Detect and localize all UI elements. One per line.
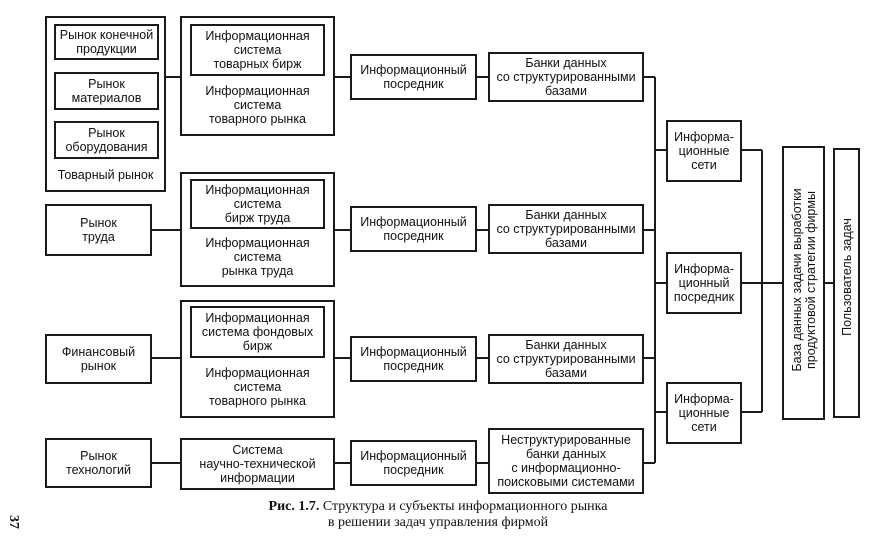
databank-3: Банки данных со структурированными базам…: [488, 334, 644, 384]
networks-bottom: Информа- ционные сети: [666, 382, 742, 444]
system-labor-exchanges: Информационная система бирж труда: [190, 179, 325, 229]
system-commodity-market-2: Информационная система товарного рынка: [205, 366, 310, 408]
market-materials: Рынок материалов: [54, 72, 159, 110]
intermediary-4: Информационный посредник: [350, 440, 477, 486]
market-financial: Финансовый рынок: [45, 334, 152, 384]
figure-caption-prefix: Рис. 1.7.: [268, 499, 320, 514]
market-labor: Рынок труда: [45, 204, 152, 256]
commodity-market-label: Товарный рынок: [57, 168, 154, 182]
system-scitech: Система научно-технической информации: [180, 438, 335, 490]
task-user-label: Пользователь задач: [840, 218, 854, 336]
system-commodity-exchanges: Информационная система товарных бирж: [190, 24, 325, 76]
network-intermediary: Информа- ционный посредник: [666, 252, 742, 314]
system-commodity-market-1: Информационная система товарного рынка: [205, 84, 310, 126]
networks-top: Информа- ционные сети: [666, 120, 742, 182]
figure-caption-line2: в решении задач управления фирмой: [327, 515, 549, 530]
market-final-products: Рынок конечной продукции: [54, 24, 159, 60]
page-number: 37: [6, 515, 21, 529]
databank-unstructured: Неструктурированные банки данных с инфор…: [488, 428, 644, 494]
databank-1: Банки данных со структурированными базам…: [488, 52, 644, 102]
intermediary-3: Информационный посредник: [350, 336, 477, 382]
databank-2: Банки данных со структурированными базам…: [488, 204, 644, 254]
market-technology: Рынок технологий: [45, 438, 152, 488]
system-labor-market: Информационная система рынка труда: [205, 236, 310, 278]
system-stock-exchanges: Информационная система фондовых бирж: [190, 306, 325, 358]
strategy-database: База данных задачи выработки продуктовой…: [782, 146, 825, 420]
intermediary-2: Информационный посредник: [350, 206, 477, 252]
figure-caption-title: Структура и субъекты информационного рын…: [319, 499, 608, 514]
figure-caption-line1: Рис. 1.7. Структура и субъекты информаци…: [0, 499, 876, 515]
task-user: Пользователь задач: [833, 148, 860, 418]
market-equipment: Рынок оборудования: [54, 121, 159, 159]
intermediary-1: Информационный посредник: [350, 54, 477, 100]
strategy-database-label: База данных задачи выработки продуктовой…: [790, 188, 818, 372]
